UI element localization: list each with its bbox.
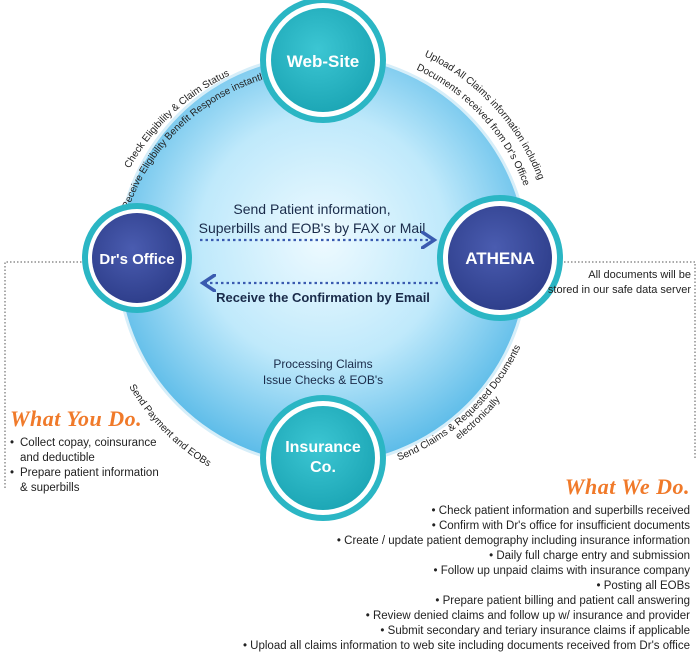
list-item: Submit secondary and teriary insurance c…	[220, 624, 690, 639]
node-website: Web-Site	[260, 0, 386, 123]
node-website-label: Web-Site	[287, 52, 359, 71]
list-item-line-1: Prepare patient information	[20, 467, 159, 479]
list-item: Daily full charge entry and submission	[220, 549, 690, 564]
what-we-do-list: Check patient information and superbills…	[220, 504, 690, 654]
what-you-do-title: What You Do.	[10, 406, 143, 431]
node-drs-office-label: Dr's Office	[99, 251, 174, 268]
list-item-line-1: Collect copay, coinsurance	[20, 437, 157, 449]
node-athena-label: ATHENA	[465, 249, 535, 268]
processing-line-1: Processing Claims	[273, 357, 372, 371]
receive-confirmation-label: Receive the Confirmation by Email	[216, 290, 430, 305]
what-you-do-list: Collect copay, coinsurance and deductibl…	[10, 436, 200, 496]
what-we-do-title: What We Do.	[564, 474, 690, 499]
list-item: Posting all EOBs	[220, 579, 690, 594]
node-insurance: Insurance Co.	[260, 395, 386, 521]
list-item: Prepare patient information & superbills	[10, 466, 200, 496]
list-item-line-2: and deductible	[20, 452, 95, 464]
what-we-do-panel: What We Do. Check patient information an…	[220, 474, 690, 654]
node-athena: ATHENA	[437, 195, 563, 321]
list-item: Review denied claims and follow up w/ in…	[220, 609, 690, 624]
list-item: Confirm with Dr's office for insufficien…	[220, 519, 690, 534]
node-drs-office: Dr's Office	[82, 203, 192, 313]
left-dotted-line	[4, 261, 92, 490]
processing-line-2: Issue Checks & EOB's	[263, 373, 383, 387]
node-insurance-label-1: Insurance	[285, 439, 361, 456]
dotted-connector-lines	[4, 261, 696, 490]
send-info-line-2: Superbills and EOB's by FAX or Mail	[199, 220, 426, 236]
what-you-do-panel: What You Do. Collect copay, coinsurance …	[10, 406, 200, 496]
right-dotted-line	[515, 261, 696, 460]
node-insurance-label-2: Co.	[310, 459, 336, 476]
list-item: Prepare patient billing and patient call…	[220, 594, 690, 609]
list-item: Follow up unpaid claims with insurance c…	[220, 564, 690, 579]
storage-note-line-2: stored in our safe data server	[547, 284, 691, 296]
list-item: Upload all claims information to web sit…	[220, 639, 690, 654]
list-item: Check patient information and superbills…	[220, 504, 690, 519]
list-item: Create / update patient demography inclu…	[220, 534, 690, 549]
list-item: Collect copay, coinsurance and deductibl…	[10, 436, 200, 466]
storage-note-line-1: All documents will be	[588, 269, 691, 281]
storage-note: All documents will be stored in our safe…	[511, 268, 691, 298]
list-item-line-2: & superbills	[20, 482, 80, 494]
send-info-line-1: Send Patient information,	[233, 201, 390, 217]
